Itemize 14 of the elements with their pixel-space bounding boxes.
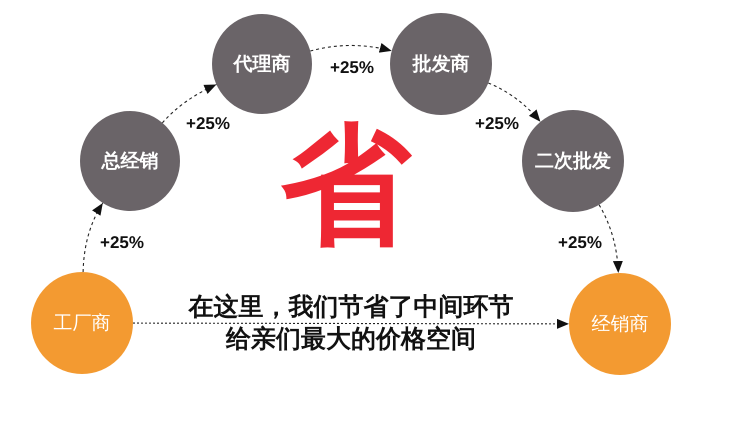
headline-character: 省 bbox=[280, 115, 413, 255]
dashed-arrow bbox=[310, 43, 392, 53]
node-label: 二次批发 bbox=[535, 150, 611, 172]
node-label: 经销商 bbox=[592, 312, 648, 336]
node-label: 代理商 bbox=[234, 52, 290, 76]
dashed-arrow bbox=[162, 84, 217, 124]
node-label: 总经销 bbox=[102, 150, 158, 172]
slogan-text: 在这里，我们节省了中间环节给亲们最大的价格空间 bbox=[187, 291, 514, 355]
node-label: 批发商 bbox=[412, 52, 470, 76]
dashed-arrow bbox=[133, 318, 569, 329]
dashed-arrow bbox=[82, 202, 104, 272]
node-label: 工厂商 bbox=[54, 312, 110, 334]
dashed-arrow bbox=[488, 82, 541, 122]
dashed-arrow bbox=[598, 204, 623, 274]
